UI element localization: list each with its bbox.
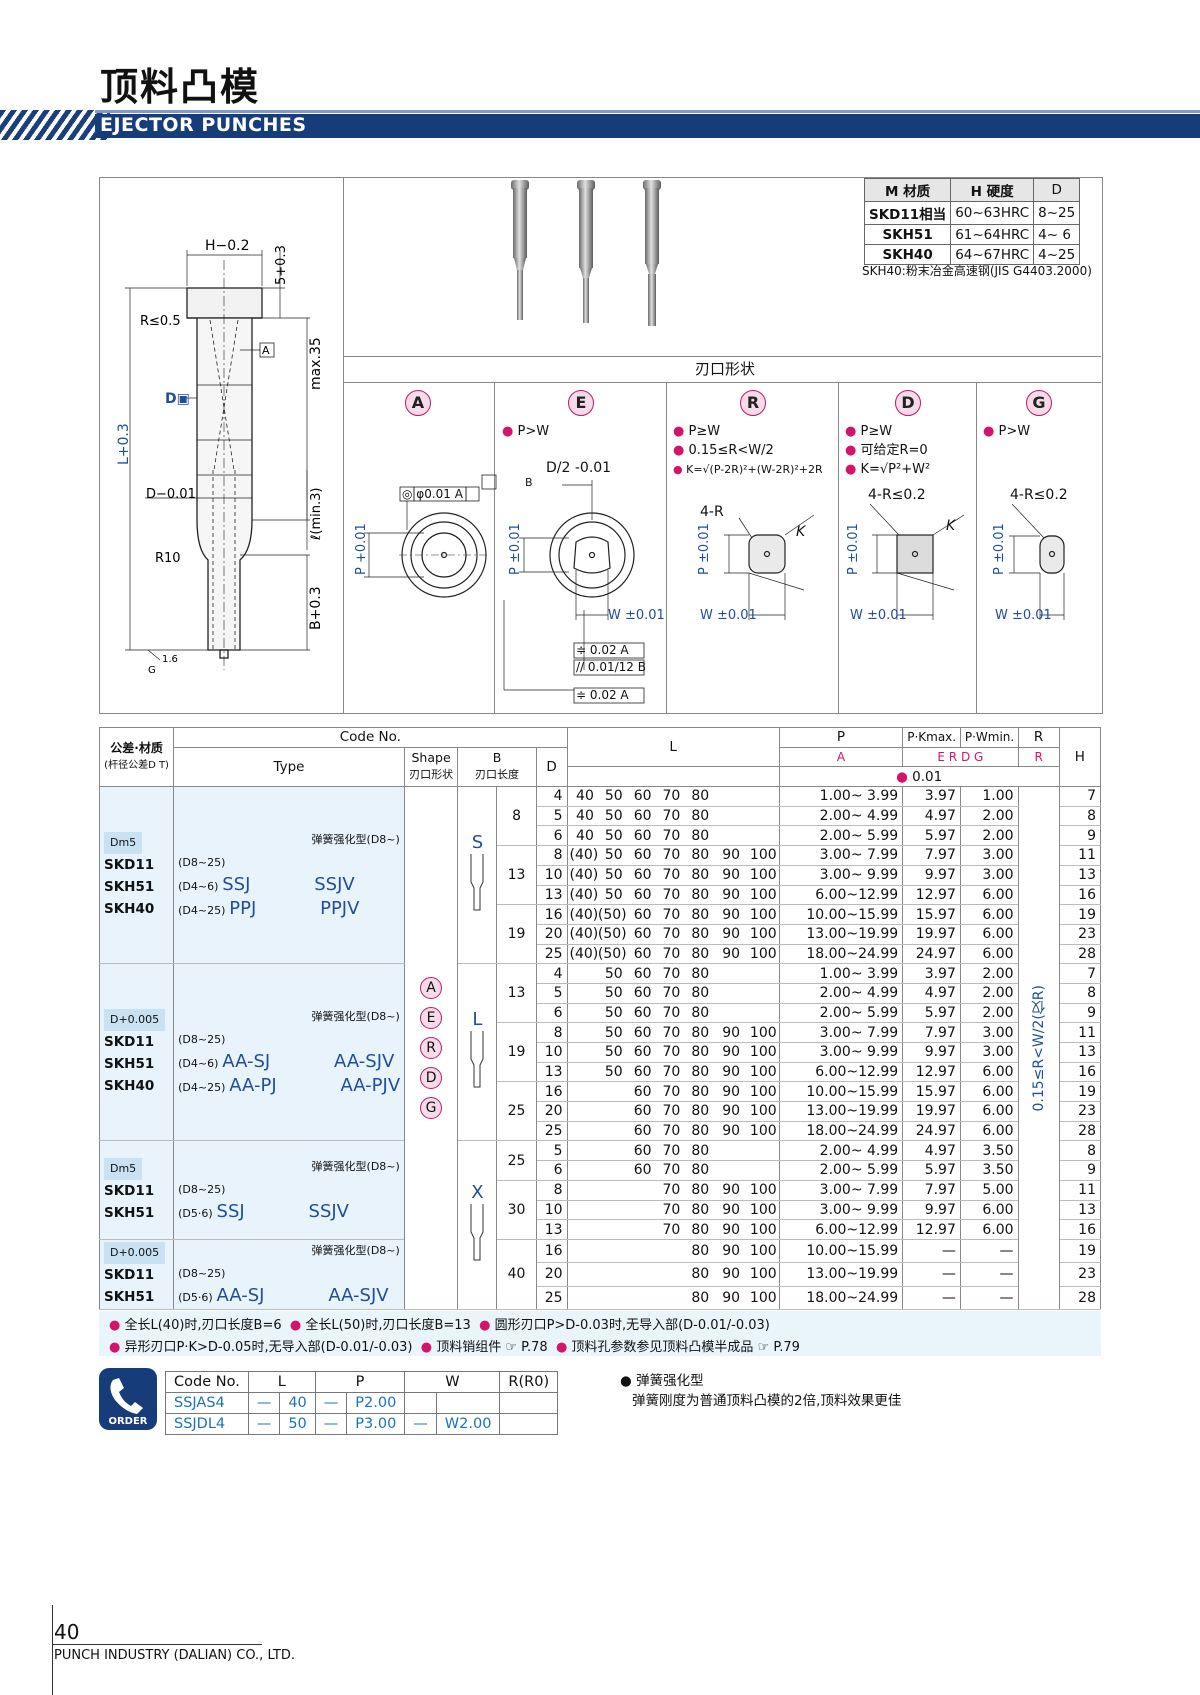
svg-text:A: A <box>262 344 270 357</box>
order-row: SSJDL4—50—P3.00—W2.00 <box>165 1413 559 1435</box>
svg-text:max.35: max.35 <box>308 337 324 390</box>
shape-letter-r: R <box>740 390 766 416</box>
shape-letter-a: A <box>405 390 431 416</box>
svg-text:L+0.3: L+0.3 <box>116 423 132 465</box>
cond-d: ● P≥W ● 可给定R=0 ● K=√P²+W² <box>845 424 931 477</box>
page-subtitle: EJECTOR PUNCHES <box>100 114 307 136</box>
shape-section-title: 刃口形状 <box>694 360 755 378</box>
svg-text:ORDER: ORDER <box>108 1416 147 1427</box>
groups-overlay <box>100 785 172 1135</box>
pointer-icon: ☞ <box>505 1340 518 1355</box>
shape-drawings <box>364 474 1065 704</box>
group-g1-type: 弹簧强化型(D8~) (D8~25) (D4~6) SSJ SSJV (D4~2… <box>173 786 405 965</box>
increment: ● 0.01 <box>778 766 1060 788</box>
order-badge-icon: ORDER <box>99 1368 157 1430</box>
group-g2-type: 弹簧强化型(D8~) (D8~25) (D4~6) AA-SJ AA-SJV (… <box>173 963 405 1142</box>
notes-box: ● 全长L(40)时,刃口长度B=6 ● 全长L(50)时,刃口长度B=13 ●… <box>99 1311 1101 1356</box>
svg-text:R≤0.5: R≤0.5 <box>140 314 181 329</box>
company-name: PUNCH INDUSTRY (DALIAN) CO., LTD. <box>54 1648 295 1663</box>
shape-letter-d: D <box>895 390 921 416</box>
note-icon: ● <box>502 424 514 439</box>
punch-photo <box>511 180 661 326</box>
punch-drawing: H−0.2 5+0.3 R≤0.5 A max.35 D▣ L+0.3 D−0.… <box>116 238 324 676</box>
svg-text:1.6: 1.6 <box>162 654 178 665</box>
page-number: 40 <box>54 1620 80 1644</box>
svg-text:ℓ(min.3): ℓ(min.3) <box>309 488 324 541</box>
r-range: 0.15≤R<W/2(仅R) <box>1017 786 1060 1310</box>
spring-note: ● 弹簧强化型 弹簧刚度为普通顶料凸模的2倍,顶料效果更佳 <box>620 1373 902 1409</box>
svg-text:5+0.3: 5+0.3 <box>274 245 289 285</box>
th-tol: 公差·材质(杆径公差D T) <box>98 726 175 788</box>
svg-text:B+0.3: B+0.3 <box>308 586 324 630</box>
spec-table: 公差·材质(杆径公差D T) Code No. L P P·Kmax. P·Wm… <box>98 726 1102 1310</box>
svg-text:R10: R10 <box>155 551 181 566</box>
svg-text:G: G <box>148 665 156 676</box>
dim-h: H−0.2 <box>205 238 250 254</box>
shape-letter-g: G <box>1026 390 1052 416</box>
drawing-panel <box>99 177 1103 714</box>
cond-r: ● P≥W ● 0.15≤R<W/2 ● K=√(P-2R)²+(W-2R)²+… <box>673 424 823 476</box>
header-band <box>0 110 1200 140</box>
group-g4-type: 弹簧强化型(D8~) (D8~25) (D5·6) AA-SJ AA-SJV <box>173 1239 405 1310</box>
page-title: 顶料凸模 <box>100 65 261 109</box>
material-note: SKH40:粉末冶金高速钢(JIS G4403.2000) <box>862 264 1092 278</box>
b-section: X <box>457 1140 498 1310</box>
svg-text:D▣: D▣ <box>165 391 190 407</box>
cond-e: ● P>W <box>502 424 550 439</box>
shape-letter-e: E <box>568 390 594 416</box>
group-g3-type: 弹簧强化型(D8~) (D8~25) (D5·6) SSJ SSJV <box>173 1140 405 1240</box>
order-row: SSJAS4—40—P2.00 <box>165 1392 559 1414</box>
b-section: L <box>457 963 498 1142</box>
svg-text:D−0.01: D−0.01 <box>146 487 196 502</box>
pointer-icon: ☞ <box>757 1340 770 1355</box>
cond-g: ● P>W <box>983 424 1031 439</box>
b-section: S <box>457 786 498 965</box>
